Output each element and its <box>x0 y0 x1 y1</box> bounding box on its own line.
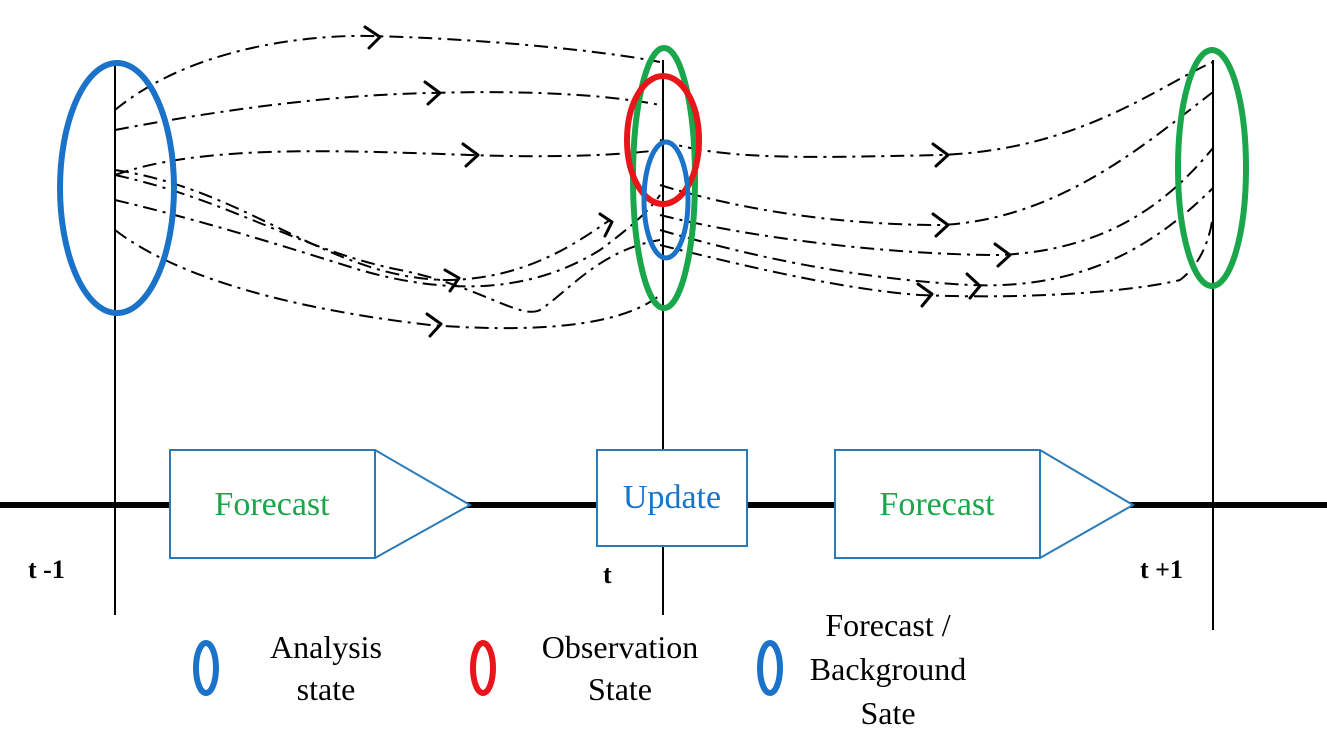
time-label-t: t <box>603 560 612 589</box>
legend-observation-line1: Observation <box>542 629 698 665</box>
arrowhead-3 <box>461 142 480 168</box>
legend-forecast-background-line3: Sate <box>860 695 915 731</box>
arrowhead-2 <box>423 80 442 106</box>
arrowhead-11 <box>916 282 934 308</box>
trajectory-8 <box>659 61 1214 158</box>
forecast-state-ellipse-t <box>641 139 691 261</box>
trajectory-12 <box>659 214 1214 298</box>
legend: Analysis state Observation State Forecas… <box>193 607 966 731</box>
forecast-box-1: Forecast <box>169 449 473 559</box>
legend-analysis-line1: Analysis <box>270 629 382 665</box>
time-label-t-minus-1: t -1 <box>28 555 65 584</box>
trajectory-5 <box>114 229 661 330</box>
legend-forecast-background-line1: Forecast / <box>825 607 950 643</box>
legend-analysis-line2: state <box>297 671 356 707</box>
observation-state-ellipse-t <box>624 73 702 207</box>
trajectory-6 <box>114 169 611 282</box>
legend-analysis-icon <box>193 640 219 696</box>
forecast-label-2: Forecast <box>879 486 995 523</box>
trajectory-1 <box>114 34 661 111</box>
trajectory-7 <box>114 174 661 313</box>
time-label-t-plus-1: t +1 <box>1140 555 1183 584</box>
ensemble-ellipse-t-plus-1 <box>1175 47 1249 289</box>
legend-observation-icon <box>470 640 496 696</box>
update-box: Update <box>596 449 748 547</box>
arrowhead-1 <box>363 25 382 50</box>
arrowhead-4 <box>443 268 461 293</box>
legend-forecast-background-line2: Background <box>810 651 966 687</box>
trajectory-3 <box>114 149 661 176</box>
arrowhead-6 <box>598 212 614 238</box>
legend-forecast-background-icon <box>757 640 783 696</box>
trajectory-4 <box>114 194 661 288</box>
legend-observation-line2: State <box>588 671 652 707</box>
trajectory-2 <box>114 91 661 131</box>
arrowhead-5 <box>425 312 443 338</box>
trajectory-9 <box>659 91 1214 227</box>
ensemble-trajectories <box>114 34 1214 330</box>
update-label: Update <box>623 479 721 516</box>
arrowhead-10 <box>965 272 982 300</box>
trajectory-arrowheads <box>363 25 1012 338</box>
analysis-state-ellipse-t-minus-1 <box>57 60 177 316</box>
trajectory-10 <box>659 147 1214 257</box>
arrowhead-8 <box>931 212 950 238</box>
trajectory-11 <box>659 187 1214 287</box>
forecast-label-1: Forecast <box>214 486 330 523</box>
forecast-box-2: Forecast <box>834 449 1135 559</box>
arrowhead-7 <box>931 142 950 168</box>
arrowhead-9 <box>993 242 1012 268</box>
